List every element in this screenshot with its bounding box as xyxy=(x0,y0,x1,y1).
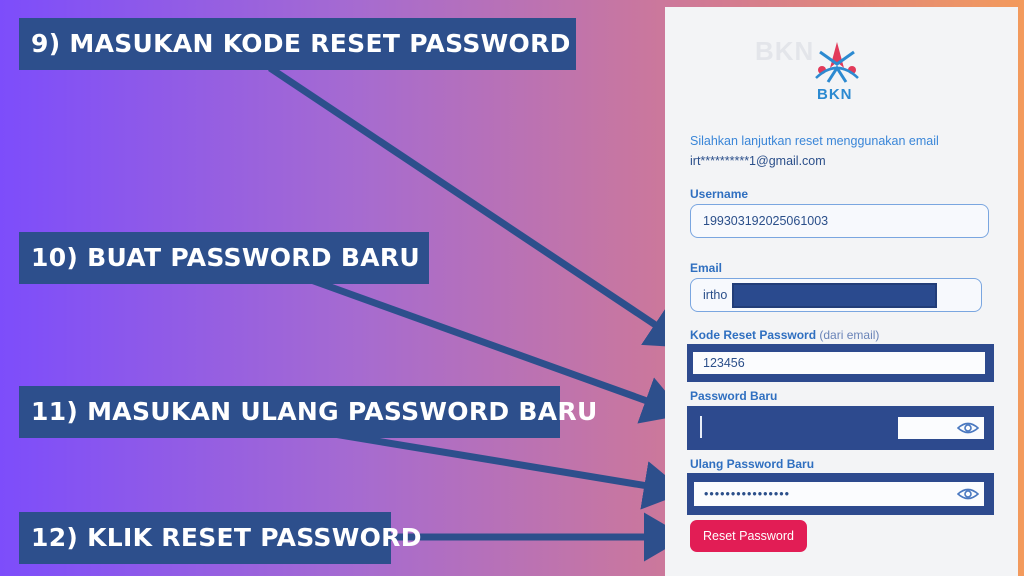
kode-value: 123456 xyxy=(703,356,745,370)
bkn-logo-icon xyxy=(815,42,859,83)
info-email: irt**********1@gmail.com xyxy=(690,154,826,168)
callout-step10: 10) BUAT PASSWORD BARU xyxy=(19,232,429,284)
password-label: Password Baru xyxy=(690,389,778,403)
email-value: irtho xyxy=(703,288,728,302)
eye-icon[interactable] xyxy=(957,486,979,502)
eye-icon[interactable] xyxy=(957,420,979,436)
kode-label: Kode Reset Password (dari email) xyxy=(690,328,879,342)
username-input[interactable]: 199303192025061003 xyxy=(690,204,989,238)
email-label: Email xyxy=(690,261,723,275)
bkn-logo-text: BKN xyxy=(817,86,853,103)
watermark-text: BKN xyxy=(755,36,815,66)
callout-step12: 12) KLIK RESET PASSWORD xyxy=(19,512,421,564)
arrow-step11 xyxy=(309,426,686,510)
kode-input[interactable]: 123456 xyxy=(693,352,985,374)
ulang-password-label: Ulang Password Baru xyxy=(690,457,815,471)
username-label: Username xyxy=(690,187,749,201)
callout-step11: 11) MASUKAN ULANG PASSWORD BARU xyxy=(19,386,597,438)
kode-label-text: Kode Reset Password xyxy=(690,328,817,342)
username-value: 199303192025061003 xyxy=(703,214,829,228)
email-redaction xyxy=(732,283,937,308)
password-cursor xyxy=(700,416,702,438)
ulang-password-input[interactable]: •••••••••••••••• xyxy=(694,482,984,506)
reset-password-button[interactable]: Reset Password xyxy=(690,520,807,552)
callout-step9: 9) MASUKAN KODE RESET PASSWORD xyxy=(19,18,576,70)
kode-hint: (dari email) xyxy=(819,328,880,342)
arrow-step9 xyxy=(268,65,690,348)
info-text: Silahkan lanjutkan reset menggunakan ema… xyxy=(690,134,939,148)
password-input[interactable] xyxy=(898,417,984,439)
ulang-password-value: •••••••••••••••• xyxy=(704,487,791,501)
